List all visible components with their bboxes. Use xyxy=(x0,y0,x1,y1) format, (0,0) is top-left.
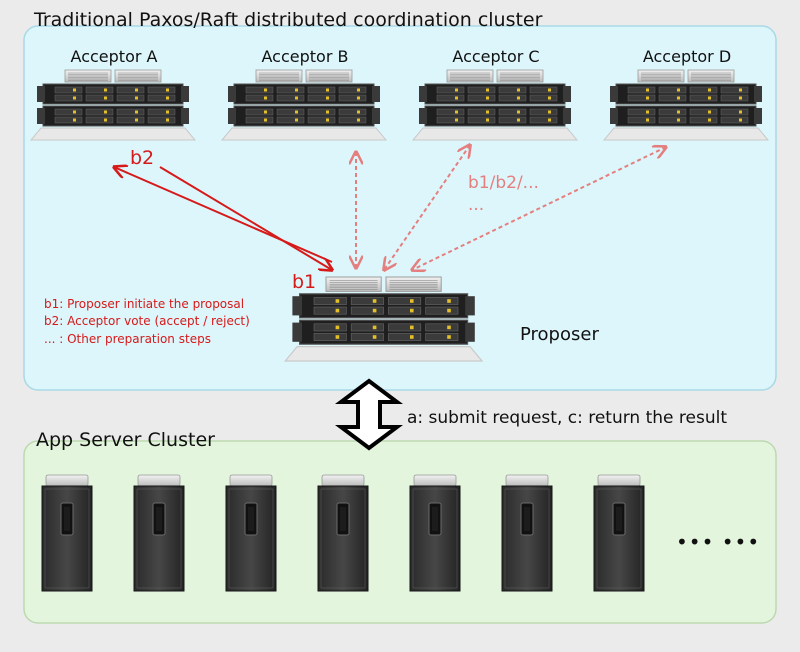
app-cluster-title: App Server Cluster xyxy=(36,429,215,451)
acceptor-b-server-icon xyxy=(220,69,388,141)
proposer-server-icon xyxy=(283,276,484,362)
acceptor-c-server-icon xyxy=(411,69,579,141)
more-servers-ellipsis: ••• ••• xyxy=(676,530,760,554)
app-server-icon xyxy=(593,474,645,592)
legend-line-1: b1: Proposer initiate the proposal xyxy=(44,297,244,311)
acceptor-a-label: Acceptor A xyxy=(71,47,158,66)
coordination-cluster-title: Traditional Paxos/Raft distributed coord… xyxy=(33,9,543,31)
ellipsis-label: ... xyxy=(468,195,484,215)
app-server-icon xyxy=(41,474,93,592)
acceptor-b-label: Acceptor B xyxy=(262,47,349,66)
app-server-icon xyxy=(133,474,185,592)
b1b2-label: b1/b2/... xyxy=(468,173,539,193)
legend-line-3: ... : Other preparation steps xyxy=(44,332,211,346)
b1-arrow xyxy=(159,166,332,270)
app-server-icon xyxy=(225,474,277,592)
acceptor-d-label: Acceptor D xyxy=(643,47,731,66)
dashed-arrow-acceptor-c xyxy=(384,145,470,270)
app-server-icon xyxy=(501,474,553,592)
dashed-arrow-acceptor-d xyxy=(412,147,666,270)
acceptor-d-server-icon xyxy=(602,69,770,141)
double-arrow-icon xyxy=(335,378,403,451)
app-server-row xyxy=(41,474,645,592)
app-server-icon xyxy=(317,474,369,592)
acceptor-a-server-icon xyxy=(29,69,197,141)
app-server-icon xyxy=(409,474,461,592)
proposer-label: Proposer xyxy=(520,324,599,345)
app-cluster-box xyxy=(23,440,777,624)
acceptor-c-label: Acceptor C xyxy=(452,47,539,66)
legend-line-2: b2: Acceptor vote (accept / reject) xyxy=(44,314,250,328)
b2-arrow xyxy=(114,167,333,263)
link-label: a: submit request, c: return the result xyxy=(407,408,727,428)
b1-label: b1 xyxy=(292,271,316,293)
b2-label: b2 xyxy=(130,147,154,169)
